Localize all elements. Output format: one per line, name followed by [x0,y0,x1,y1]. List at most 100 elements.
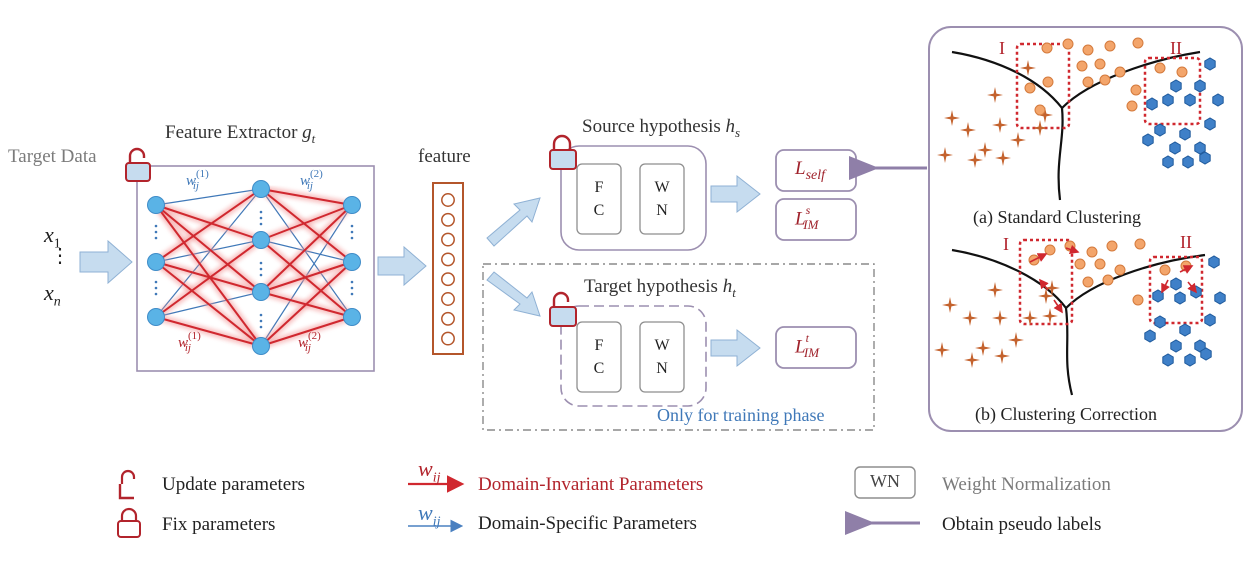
cluster-star [960,122,976,138]
cluster-star [992,310,1008,326]
cluster-star [944,110,960,126]
cluster-circle [1130,84,1142,96]
edge-invariant [155,204,262,347]
cluster-hexagon [1179,127,1191,141]
legend-invariant-label: Domain-Invariant Parameters [478,474,704,495]
edge-invariant [260,316,353,347]
cluster-star [964,352,980,368]
feature-cell [441,331,455,346]
network-node [147,196,165,214]
cluster-star [937,147,953,163]
cluster-hexagon [1200,347,1212,361]
cluster-circle [1094,258,1106,270]
target-fc-c: C [593,360,605,377]
loss-self-label: Lself [795,158,826,183]
cluster-star [975,340,991,356]
source-fixed-lock-icon [549,134,577,170]
cluster-hexagon [1194,141,1206,155]
cluster-a-roman-1: I [999,38,1005,58]
cluster-hexagon [1154,315,1166,329]
cluster-star [934,342,950,358]
cluster-circle [1034,104,1046,116]
source-hypothesis-label: Source hypothesis hs [582,116,741,140]
edge-invariant [260,261,353,293]
cluster-points [934,37,1226,368]
cluster-hexagon [1199,151,1211,165]
network-edges [153,185,355,350]
edge-invariant [260,204,353,293]
cluster-hexagon [1194,339,1206,353]
cluster-star [1037,107,1053,123]
cluster-circle [1134,238,1146,250]
network-to-feature-arrow [377,245,427,287]
cluster-star [942,297,958,313]
target-wn-w: W [654,337,670,354]
edge-invariant [155,239,262,318]
cluster-hexagon [1179,323,1191,337]
cluster-hexagon [1170,79,1182,93]
cluster-star [1044,280,1060,296]
cluster-hexagon [1162,93,1174,107]
cluster-circle [1102,274,1114,286]
training-phase-region [482,263,875,431]
feature-cell [441,252,455,267]
cluster-star [962,310,978,326]
feature-vector [432,182,464,355]
cluster-b-roman-2: II [1180,232,1192,252]
cluster-hexagon [1162,155,1174,169]
cluster-circle [1042,76,1054,88]
legend-fixed-lock-icon [117,507,141,538]
weight-label-red-1: w(1)ij [178,330,201,354]
network-open-lock-icon [125,147,151,182]
source-to-loss-arrow [710,174,761,214]
cluster-hexagon [1170,277,1182,291]
cluster-hexagon [1174,291,1186,305]
source-wn-n: N [656,202,668,219]
target-hypothesis-label: Target hypothesis ht [584,276,736,300]
loss-im-source-label: LsIM [795,203,819,233]
feature-cell [441,232,455,247]
cluster-star [994,348,1010,364]
cluster-a-roman-2: II [1170,38,1182,58]
cluster-circle [1082,44,1094,56]
feature-cell [441,193,455,207]
legend-specific-label: Domain-Specific Parameters [478,513,697,534]
network-node [252,231,270,249]
edge-invariant [260,204,353,241]
cluster-hexagon [1204,57,1216,71]
cluster-circle [1104,40,1116,52]
cluster-a-caption: (a) Standard Clustering [973,207,1141,227]
input-xn: xn [44,280,61,310]
cluster-star [1032,120,1048,136]
cluster-hexagon [1170,339,1182,353]
target-to-loss-arrow [710,328,761,368]
input-dots: ⋮ [50,245,70,267]
cluster-star [987,87,1003,103]
source-wn-w: W [654,179,670,196]
edge-invariant [260,188,353,263]
cluster-circle [1159,264,1171,276]
cluster-hexagon [1184,353,1196,367]
edge-invariant [155,261,262,347]
weight-label-blue-2: w(2)ij [300,168,323,192]
cluster-circle [1062,38,1074,50]
cluster-star [1042,308,1058,324]
cluster-star [1020,60,1036,76]
network-dots [154,210,354,329]
edge-invariant [155,204,262,293]
legend-w-blue: wij [418,500,441,530]
cluster-star [992,117,1008,133]
cluster-circle [1176,66,1188,78]
cluster-hexagon [1162,353,1174,367]
cluster-circle [1082,276,1094,288]
loss-im-target-box [775,326,857,369]
legend-open-lock-icon [118,469,136,500]
target-data-label: Target Data [8,146,97,167]
feature-cell [441,212,455,227]
target-open-lock-icon [549,291,577,327]
cluster-circle [1106,240,1118,252]
cluster-hexagon [1182,155,1194,169]
cluster-star [1010,132,1026,148]
cluster-circle [1132,294,1144,306]
